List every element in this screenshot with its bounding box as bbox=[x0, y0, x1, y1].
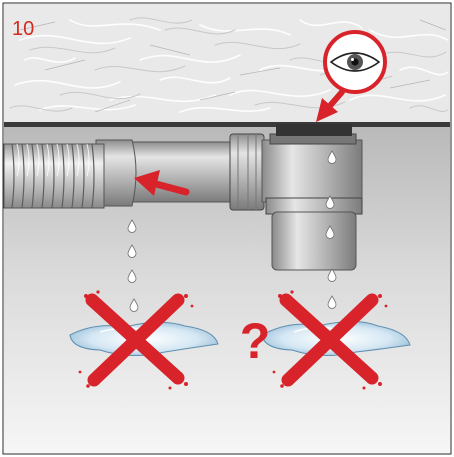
question-mark: ? bbox=[240, 313, 271, 369]
right-red-x bbox=[272, 290, 388, 390]
arrow-left-icon bbox=[134, 170, 190, 196]
hose-connection-socket bbox=[95, 139, 137, 207]
eye-icon bbox=[323, 30, 387, 94]
trap-top-seal bbox=[276, 124, 352, 136]
arrow-down-left-icon bbox=[316, 89, 345, 122]
sink-trap-body bbox=[261, 133, 363, 271]
ceiling-surface bbox=[4, 4, 450, 124]
countertop-edge bbox=[4, 122, 450, 127]
step-number: 10 bbox=[12, 18, 34, 40]
red-x-icon bbox=[78, 290, 194, 390]
corrugated-drain-hose bbox=[3, 143, 105, 209]
union-nut bbox=[229, 133, 265, 211]
